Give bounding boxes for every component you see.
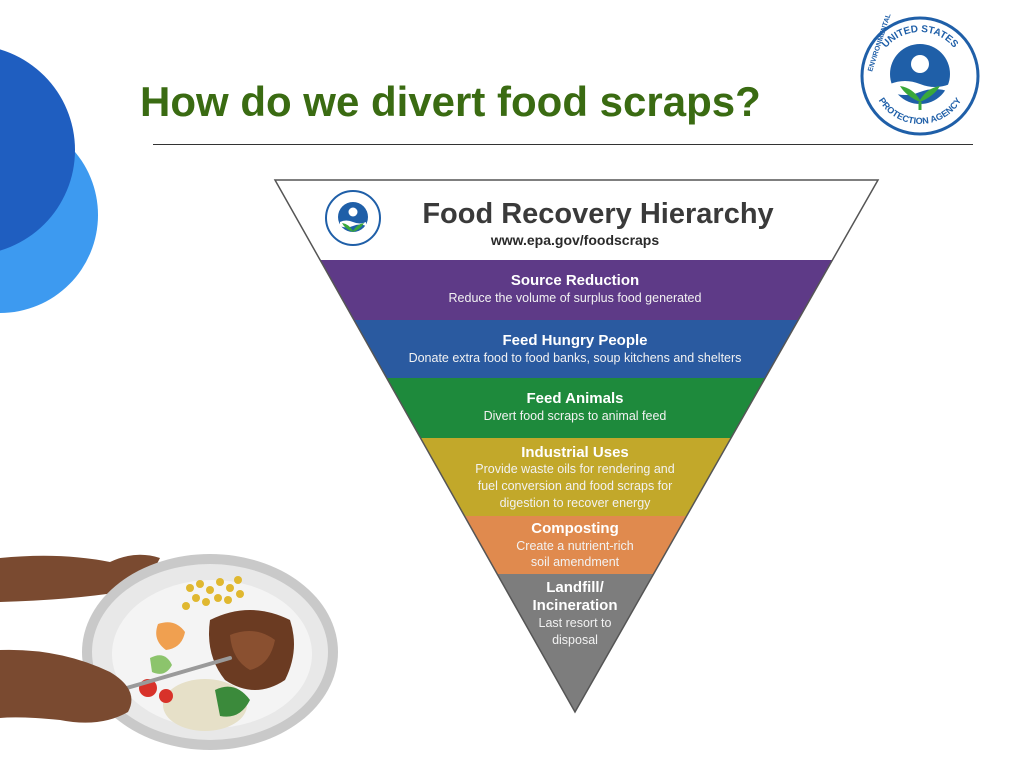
tier-desc-industrial-uses-line3: digestion to recover energy (500, 496, 652, 510)
tier-title-source-reduction: Source Reduction (511, 272, 639, 289)
hierarchy-url: www.epa.gov/foodscraps (490, 232, 660, 248)
tier-desc-feed-hungry-people: Donate extra food to food banks, soup ki… (409, 351, 742, 365)
tier-band-source-reduction (275, 260, 878, 320)
tier-desc-feed-animals: Divert food scraps to animal feed (484, 409, 667, 423)
tier-desc-industrial-uses-line2: fuel conversion and food scraps for (478, 479, 673, 493)
tier-title-feed-hungry-people: Feed Hungry People (502, 332, 647, 349)
hierarchy-epa-seal-icon (325, 190, 381, 246)
title-divider (153, 144, 973, 145)
tier-desc-composting-line2: soil amendment (531, 555, 620, 569)
decorative-circles (0, 49, 98, 313)
hierarchy-title: Food Recovery Hierarchy (422, 198, 773, 230)
tier-desc-landfill-line1: Last resort to (539, 616, 612, 630)
tier-band-feed-hungry-people (275, 320, 878, 378)
tier-title-feed-animals: Feed Animals (527, 390, 624, 407)
tier-desc-landfill-line2: disposal (552, 633, 598, 647)
decor-circle-dark (0, 49, 75, 251)
tier-title-landfill: Landfill/ (546, 579, 604, 596)
tier-title-incineration: Incineration (532, 597, 617, 614)
tier-desc-composting-line1: Create a nutrient-rich (516, 539, 633, 553)
epa-seal-icon: UNITED STATES PROTECTION AGENCY ENVIRONM… (860, 14, 980, 136)
tier-band-feed-animals (275, 378, 878, 438)
tier-desc-industrial-uses-line1: Provide waste oils for rendering and (475, 462, 674, 476)
tier-desc-source-reduction: Reduce the volume of surplus food genera… (449, 291, 702, 305)
page-title: How do we divert food scraps? (140, 78, 761, 125)
plate-of-food-scraps-image (0, 554, 338, 750)
tier-title-composting: Composting (531, 520, 619, 537)
tier-title-industrial-uses: Industrial Uses (521, 444, 629, 461)
